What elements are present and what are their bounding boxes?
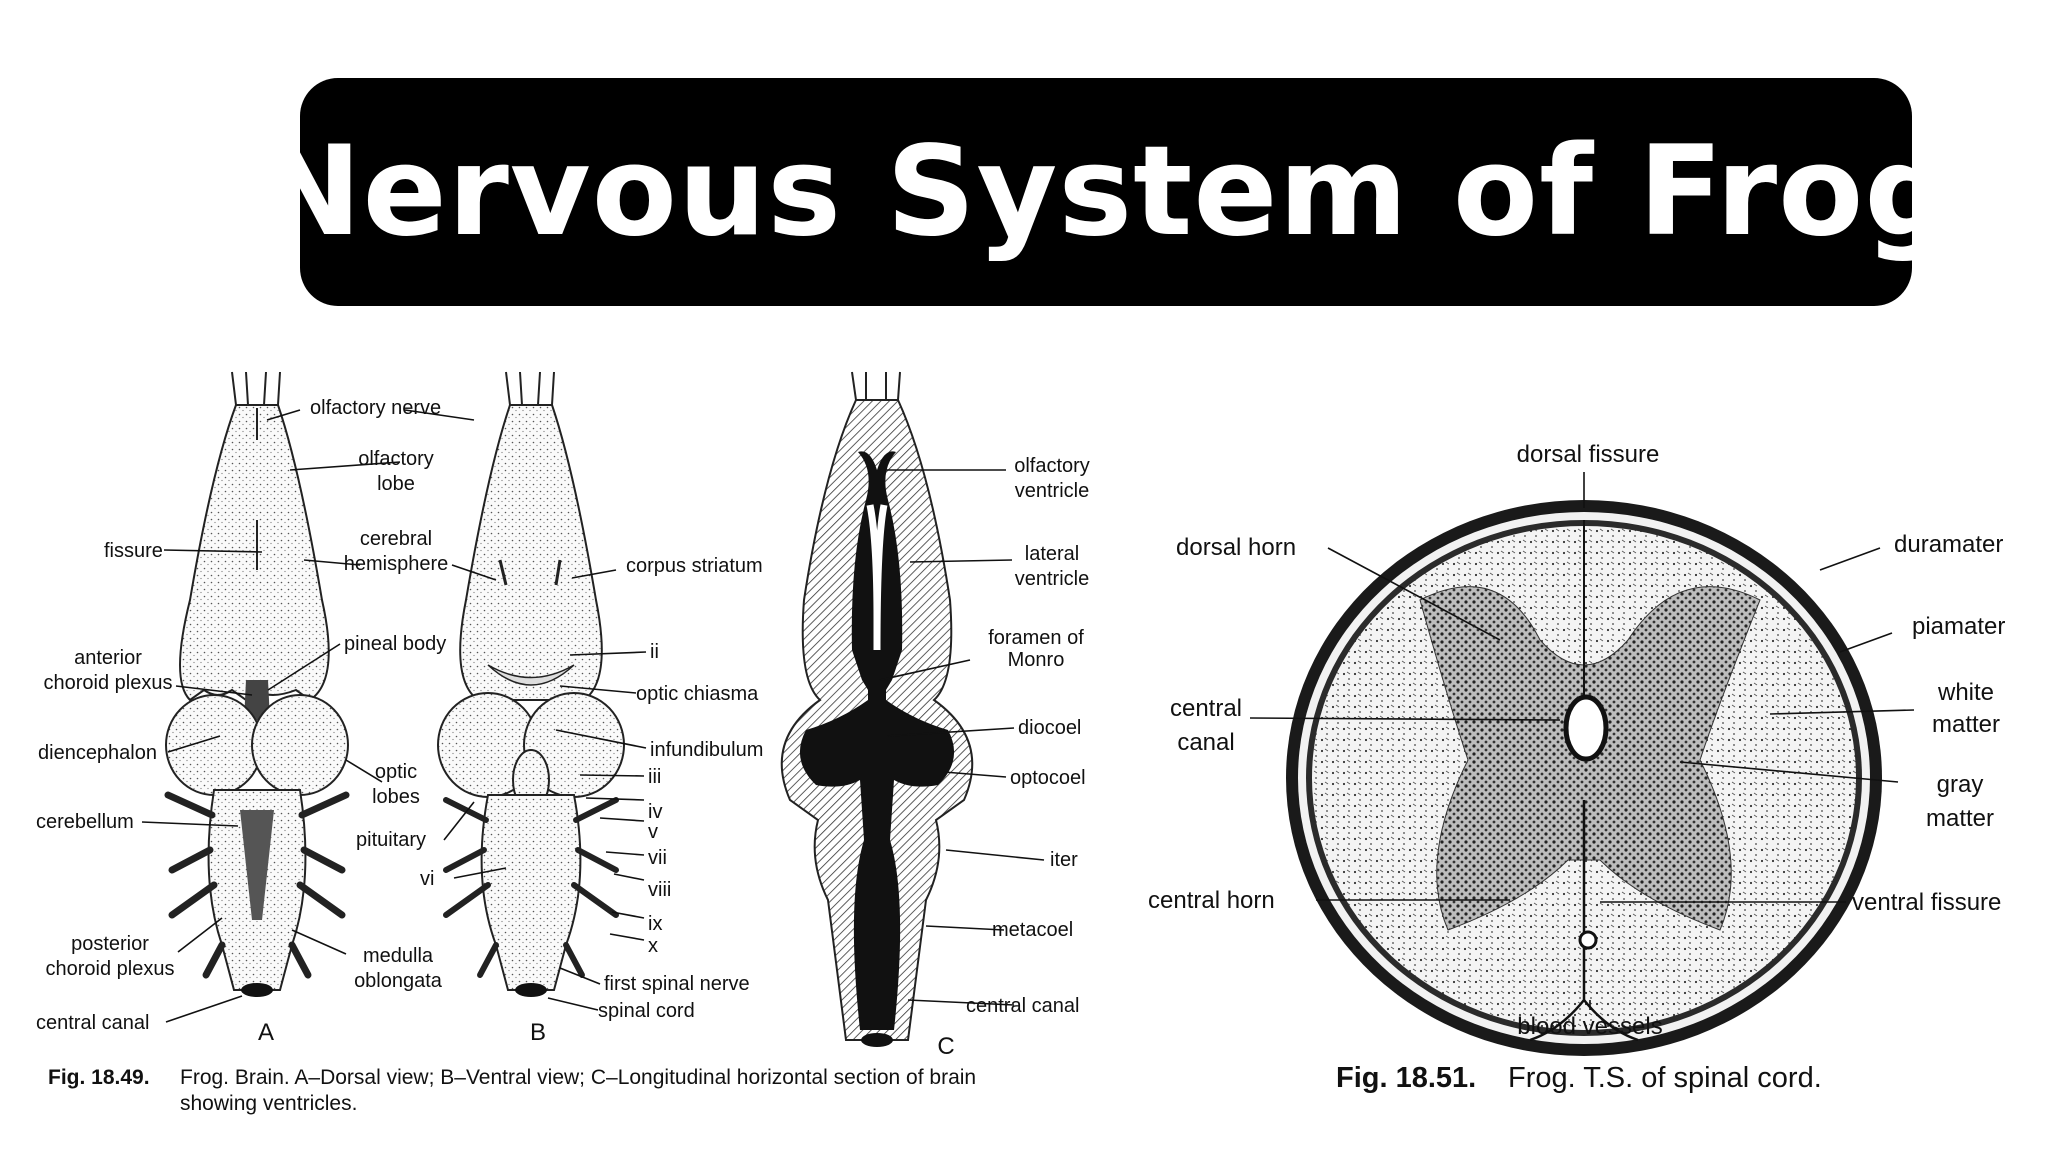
label-central-canal-a: central canal xyxy=(36,1012,149,1034)
spinal-caption-text: Frog. T.S. of spinal cord. xyxy=(1508,1062,1822,1094)
label-spinal-cord: spinal cord xyxy=(598,1000,695,1022)
olfactory-nerve-shape xyxy=(231,371,281,406)
spinal-caption-number: Fig. 18.51. xyxy=(1336,1062,1476,1094)
spinal-cord-section xyxy=(1286,500,1882,1056)
optic-lobe-left xyxy=(165,694,263,796)
label-posterior-choroid-1: posterior xyxy=(71,933,149,955)
brain-caption-line1: Frog. Brain. A–Dorsal view; B–Ventral vi… xyxy=(180,1066,976,1089)
label-v: v xyxy=(648,821,658,843)
label-blood-vessels: blood vessels xyxy=(1517,1013,1662,1040)
label-ventral-fissure: ventral fissure xyxy=(1852,889,2001,916)
label-dorsal-fissure: dorsal fissure xyxy=(1517,441,1660,468)
label-iii: iii xyxy=(648,766,661,788)
cranial-nerves-b xyxy=(443,797,619,978)
label-foramen-1: foramen of xyxy=(988,627,1084,649)
label-ii: ii xyxy=(650,641,659,663)
label-vii: vii xyxy=(648,847,667,869)
label-cerebral-hemisphere-1: cerebral xyxy=(360,528,432,550)
brain-ventral-view xyxy=(437,371,625,997)
page-title: Nervous System of Frog xyxy=(257,120,1955,264)
label-corpus-striatum: corpus striatum xyxy=(626,555,763,577)
ventral-hemisphere-shape xyxy=(459,404,603,701)
brain-section-view xyxy=(780,371,974,1047)
label-olfactory-ventricle-1: olfactory xyxy=(1014,455,1090,477)
central-canal-dot-a xyxy=(241,983,273,997)
label-anterior-choroid-1: anterior xyxy=(74,647,142,669)
view-letter-c: C xyxy=(937,1033,954,1060)
label-olfactory-nerve: olfactory nerve xyxy=(310,397,441,419)
label-foramen-2: Monro xyxy=(1008,649,1065,671)
label-duramater: duramater xyxy=(1894,531,2003,558)
label-optic-lobes-2: lobes xyxy=(372,786,420,808)
brain-dorsal-view xyxy=(164,371,350,997)
label-diocoel: diocoel xyxy=(1018,717,1081,739)
label-cerebellum: cerebellum xyxy=(36,811,134,833)
label-piamater: piamater xyxy=(1912,613,2005,640)
label-white-matter-2: matter xyxy=(1932,711,2000,738)
label-vi: vi xyxy=(420,868,434,890)
label-olfactory-ventricle-2: ventricle xyxy=(1015,480,1089,502)
label-central-canal-2: canal xyxy=(1177,729,1234,756)
label-pineal-body: pineal body xyxy=(344,633,446,655)
label-optic-lobes-1: optic xyxy=(375,761,417,783)
label-first-spinal-nerve: first spinal nerve xyxy=(604,973,750,995)
label-cerebral-hemisphere-2: hemisphere xyxy=(344,553,449,575)
view-letter-b: B xyxy=(530,1019,546,1046)
label-x: x xyxy=(648,935,658,957)
label-olfactory-lobe-1: olfactory xyxy=(358,448,434,470)
view-letter-a: A xyxy=(258,1019,274,1046)
label-diencephalon: diencephalon xyxy=(38,742,157,764)
label-ix: ix xyxy=(648,913,662,935)
leader-lines xyxy=(141,409,1915,1023)
label-posterior-choroid-2: choroid plexus xyxy=(46,958,175,980)
blood-vessel xyxy=(1578,930,1598,950)
title-banner: Nervous System of Frog xyxy=(258,78,1953,306)
label-white-matter-1: white xyxy=(1937,679,1994,706)
label-central-horn: central horn xyxy=(1148,887,1275,914)
label-iter: iter xyxy=(1050,849,1078,871)
label-pituitary: pituitary xyxy=(356,829,426,851)
label-lateral-ventricle-2: ventricle xyxy=(1015,568,1089,590)
label-medulla-2: oblongata xyxy=(354,970,443,992)
label-olfactory-lobe-2: lobe xyxy=(377,473,415,495)
label-metacoel: metacoel xyxy=(992,919,1073,941)
brain-caption-line2: showing ventricles. xyxy=(180,1092,357,1115)
label-lateral-ventricle-1: lateral xyxy=(1025,543,1079,565)
brain-caption-number: Fig. 18.49. xyxy=(48,1066,150,1089)
label-anterior-choroid-2: choroid plexus xyxy=(44,672,173,694)
label-optocoel: optocoel xyxy=(1010,767,1086,789)
label-gray-matter-2: matter xyxy=(1926,805,1994,832)
label-central-canal-c: central canal xyxy=(966,995,1079,1017)
label-central-canal-1: central xyxy=(1170,695,1242,722)
label-medulla-1: medulla xyxy=(363,945,434,967)
nerve-roots-a xyxy=(164,791,350,979)
ventricles-fill xyxy=(799,451,955,1030)
label-infundibulum: infundibulum xyxy=(650,739,763,761)
label-optic-chiasma: optic chiasma xyxy=(636,683,759,705)
optic-chiasma-shape xyxy=(487,664,575,686)
label-fissure: fissure xyxy=(104,540,163,562)
diencephalon-shape xyxy=(244,680,270,720)
central-canal-shape xyxy=(1563,694,1609,762)
label-viii: viii xyxy=(648,879,671,901)
label-gray-matter-1: gray xyxy=(1937,771,1984,798)
label-dorsal-horn: dorsal horn xyxy=(1176,534,1296,561)
label-iv: iv xyxy=(648,801,662,823)
optic-lobe-right xyxy=(251,694,349,796)
